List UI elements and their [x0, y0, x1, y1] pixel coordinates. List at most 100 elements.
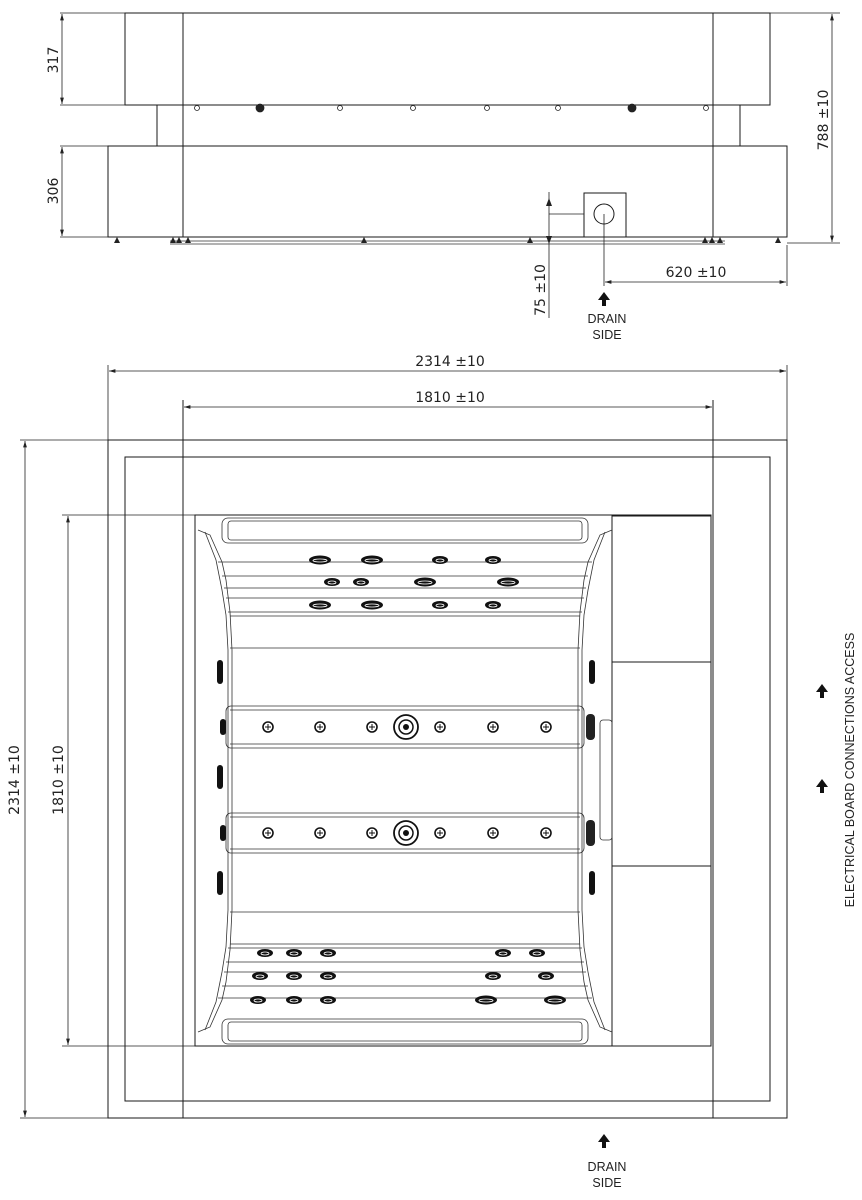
center-jet-ring [398, 825, 414, 841]
jet-rim [435, 603, 445, 608]
jet-rim [255, 974, 265, 979]
jet-rim [541, 974, 551, 979]
dim-inner-width: 1810 ±10 [415, 390, 485, 406]
arrow-up-icon [816, 779, 828, 793]
jet-cross [317, 830, 323, 836]
equipment-panel [611, 661, 712, 867]
jet [366, 827, 378, 839]
side-jet [217, 660, 223, 684]
fitting [410, 105, 416, 111]
jet [434, 721, 446, 733]
drain-label-line2: SIDE [592, 328, 621, 342]
jet [361, 555, 383, 565]
jet-rim [253, 998, 263, 1003]
jet [538, 972, 554, 980]
spa-tub [194, 514, 712, 1047]
center-jet-core [403, 724, 409, 730]
drain-box [583, 192, 627, 238]
jet [487, 721, 499, 733]
jet [286, 972, 302, 980]
control-knob [586, 714, 595, 740]
electrical-access-label: ELECTRICAL BOARD CONNECTIONS ACCESS [843, 633, 857, 908]
jet-rim [478, 998, 494, 1003]
jet [540, 721, 552, 733]
jet [529, 949, 545, 957]
center-jet-ring [398, 719, 414, 735]
jet-cross [543, 830, 549, 836]
side-jet [589, 871, 595, 895]
foot [114, 237, 120, 243]
dim-drain-height: 75 ±10 [533, 264, 549, 316]
jet [309, 600, 331, 610]
foot [775, 237, 781, 243]
fitting [484, 105, 490, 111]
jet [320, 996, 336, 1004]
jet [250, 996, 266, 1004]
jet [320, 972, 336, 980]
jet-rim [260, 951, 270, 956]
dim-drain-offset: 620 ±10 [666, 265, 727, 281]
jet-cross [543, 724, 549, 730]
jet-rim [323, 998, 333, 1003]
foot [170, 237, 176, 243]
jet-cross [490, 830, 496, 836]
jet-rim [498, 951, 508, 956]
foot [185, 237, 191, 243]
jet [497, 577, 519, 587]
jet [353, 578, 369, 586]
jet-rim [327, 580, 337, 585]
dim-outer-depth: 2314 ±10 [7, 745, 23, 815]
jet [262, 827, 274, 839]
dim-total-height: 788 ±10 [816, 90, 832, 151]
dim-outer-width: 2314 ±10 [415, 354, 485, 370]
foot [717, 237, 723, 243]
arrow-up-icon [816, 684, 828, 698]
headrest-bottom [221, 1018, 589, 1045]
jet-cross [490, 724, 496, 730]
jet-rim [323, 974, 333, 979]
jet-rim [417, 580, 433, 585]
side-jet [220, 825, 226, 841]
foot [176, 237, 182, 243]
jet [540, 827, 552, 839]
jet [257, 949, 273, 957]
jet-cross [437, 724, 443, 730]
jet-rim [364, 558, 380, 563]
outer-frame [107, 439, 788, 1119]
jet-cross [265, 724, 271, 730]
jet-rim [312, 603, 328, 608]
jet [544, 995, 566, 1005]
jet [485, 972, 501, 980]
jet [432, 556, 448, 564]
dim-upper-height: 317 [46, 47, 62, 74]
fitting [703, 105, 709, 111]
side-jet [220, 719, 226, 735]
jet [487, 827, 499, 839]
center-jet [393, 714, 419, 740]
jet-rim [356, 580, 366, 585]
jet-rim [532, 951, 542, 956]
foot [527, 237, 533, 243]
jet [324, 578, 340, 586]
jet-rim [488, 558, 498, 563]
jet [434, 827, 446, 839]
jet-rim [547, 998, 563, 1003]
jet-rim [289, 998, 299, 1003]
foot [702, 237, 708, 243]
jet-cross [265, 830, 271, 836]
fitting [627, 103, 637, 113]
jet [414, 577, 436, 587]
jet-rim [435, 558, 445, 563]
drain-label-line1: DRAIN [588, 1160, 627, 1174]
jet [314, 827, 326, 839]
jet [286, 949, 302, 957]
drain-label-line2: SIDE [592, 1176, 621, 1190]
jet [314, 721, 326, 733]
jet [475, 995, 497, 1005]
jet [432, 601, 448, 609]
jet-rim [323, 951, 333, 956]
jet-rim [289, 951, 299, 956]
arrow-up-icon [598, 292, 610, 306]
jet [366, 721, 378, 733]
side-jet [217, 765, 223, 789]
